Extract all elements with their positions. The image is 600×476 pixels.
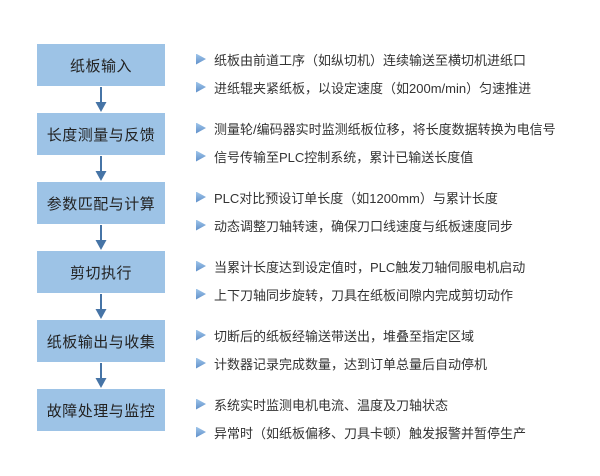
bullet-text: 测量轮/编码器实时监测纸板位移，将长度数据转换为电信号: [214, 121, 556, 137]
step-details: 当累计长度达到设定值时，PLC触发刀轴伺服电机启动 上下刀轴同步旋转，刀具在纸板…: [196, 251, 600, 308]
bullet-triangle-icon: [196, 329, 206, 341]
bullet-item: PLC对比预设订单长度（如1200mm）与累计长度: [196, 183, 600, 211]
flow-step-box-output: 纸板输出与收集: [37, 320, 165, 362]
bullet-triangle-icon: [196, 191, 206, 203]
bullet-item: 计数器记录完成数量，达到订单总量后自动停机: [196, 349, 600, 377]
flow-column: 剪切执行: [0, 251, 196, 320]
step-details: 系统实时监测电机电流、温度及刀轴状态 异常时（如纸板偏移、刀具卡顿）触发报警并暂…: [196, 389, 600, 446]
bullet-text: 动态调整刀轴转速，确保刀口线速度与纸板速度同步: [214, 218, 514, 234]
bullet-triangle-icon: [196, 219, 206, 231]
bullet-item: 异常时（如纸板偏移、刀具卡顿）触发报警并暂停生产: [196, 418, 600, 446]
bullet-text: 纸板由前道工序（如纵切机）连续输送至横切机进纸口: [214, 52, 527, 68]
flow-step-box-monitor: 故障处理与监控: [37, 389, 165, 431]
flow-column: 纸板输出与收集: [0, 320, 196, 389]
flow-step-box-measure: 长度测量与反馈: [37, 113, 165, 155]
flow-step-label: 纸板输入: [69, 57, 132, 75]
bullet-triangle-icon: [196, 53, 206, 65]
bullet-text: 计数器记录完成数量，达到订单总量后自动停机: [214, 356, 488, 372]
step-details: 纸板由前道工序（如纵切机）连续输送至横切机进纸口 进纸辊夹紧纸板，以设定速度（如…: [196, 44, 600, 101]
bullet-text: 当累计长度达到设定值时，PLC触发刀轴伺服电机启动: [214, 259, 526, 275]
bullet-triangle-icon: [196, 150, 206, 162]
bullet-triangle-icon: [196, 426, 206, 438]
flow-column: 参数匹配与计算: [0, 182, 196, 251]
bullet-text: 信号传输至PLC控制系统，累计已输送长度值: [214, 149, 474, 165]
flow-column: 长度测量与反馈: [0, 113, 196, 182]
bullet-item: 动态调整刀轴转速，确保刀口线速度与纸板速度同步: [196, 211, 600, 239]
flow-step-row: 长度测量与反馈 测量轮/编码器实时监测纸板位移，将长度数据转换为电信号 信号传输…: [0, 113, 600, 182]
flow-step-row: 纸板输出与收集 切断后的纸板经输送带送出，堆叠至指定区域 计数器记录完成数量，达…: [0, 320, 600, 389]
flow-column: 纸板输入: [0, 44, 196, 113]
bullet-triangle-icon: [196, 260, 206, 272]
bullet-text: 上下刀轴同步旋转，刀具在纸板间隙内完成剪切动作: [214, 287, 514, 303]
flow-step-label: 参数匹配与计算: [46, 195, 156, 213]
flow-arrow-down-icon: [37, 155, 165, 182]
flow-column: 故障处理与监控: [0, 389, 196, 431]
step-details: 切断后的纸板经输送带送出，堆叠至指定区域 计数器记录完成数量，达到订单总量后自动…: [196, 320, 600, 377]
flow-step-row: 故障处理与监控 系统实时监测电机电流、温度及刀轴状态 异常时（如纸板偏移、刀具卡…: [0, 389, 600, 446]
flow-step-box-input: 纸板输入: [37, 44, 165, 86]
bullet-item: 纸板由前道工序（如纵切机）连续输送至横切机进纸口: [196, 45, 600, 73]
flow-step-row: 纸板输入 纸板由前道工序（如纵切机）连续输送至横切机进纸口 进纸辊夹紧纸板，以设…: [0, 44, 600, 113]
flow-step-box-cut: 剪切执行: [37, 251, 165, 293]
step-details: 测量轮/编码器实时监测纸板位移，将长度数据转换为电信号 信号传输至PLC控制系统…: [196, 113, 600, 170]
bullet-triangle-icon: [196, 122, 206, 134]
bullet-item: 上下刀轴同步旋转，刀具在纸板间隙内完成剪切动作: [196, 280, 600, 308]
flow-step-label: 剪切执行: [69, 264, 132, 282]
bullet-text: 系统实时监测电机电流、温度及刀轴状态: [214, 397, 449, 413]
flow-arrow-down-icon: [37, 86, 165, 113]
flow-arrow-down-icon: [37, 362, 165, 389]
bullet-text: PLC对比预设订单长度（如1200mm）与累计长度: [214, 190, 498, 206]
bullet-item: 进纸辊夹紧纸板，以设定速度（如200m/min）匀速推进: [196, 73, 600, 101]
flow-step-row: 剪切执行 当累计长度达到设定值时，PLC触发刀轴伺服电机启动 上下刀轴同步旋转，…: [0, 251, 600, 320]
bullet-triangle-icon: [196, 357, 206, 369]
bullet-text: 切断后的纸板经输送带送出，堆叠至指定区域: [214, 328, 475, 344]
bullet-text: 进纸辊夹紧纸板，以设定速度（如200m/min）匀速推进: [214, 80, 532, 96]
flow-step-label: 故障处理与监控: [46, 402, 156, 420]
flow-step-label: 纸板输出与收集: [46, 333, 156, 351]
step-details: PLC对比预设订单长度（如1200mm）与累计长度 动态调整刀轴转速，确保刀口线…: [196, 182, 600, 239]
bullet-item: 切断后的纸板经输送带送出，堆叠至指定区域: [196, 321, 600, 349]
bullet-triangle-icon: [196, 81, 206, 93]
bullet-item: 测量轮/编码器实时监测纸板位移，将长度数据转换为电信号: [196, 114, 600, 142]
flow-step-box-match: 参数匹配与计算: [37, 182, 165, 224]
flow-arrow-down-icon: [37, 224, 165, 251]
flow-step-label: 长度测量与反馈: [46, 126, 156, 144]
bullet-triangle-icon: [196, 288, 206, 300]
bullet-item: 信号传输至PLC控制系统，累计已输送长度值: [196, 142, 600, 170]
flow-arrow-down-icon: [37, 293, 165, 320]
bullet-triangle-icon: [196, 398, 206, 410]
bullet-item: 系统实时监测电机电流、温度及刀轴状态: [196, 390, 600, 418]
bullet-text: 异常时（如纸板偏移、刀具卡顿）触发报警并暂停生产: [214, 425, 527, 441]
bullet-item: 当累计长度达到设定值时，PLC触发刀轴伺服电机启动: [196, 252, 600, 280]
flow-step-row: 参数匹配与计算 PLC对比预设订单长度（如1200mm）与累计长度 动态调整刀轴…: [0, 182, 600, 251]
